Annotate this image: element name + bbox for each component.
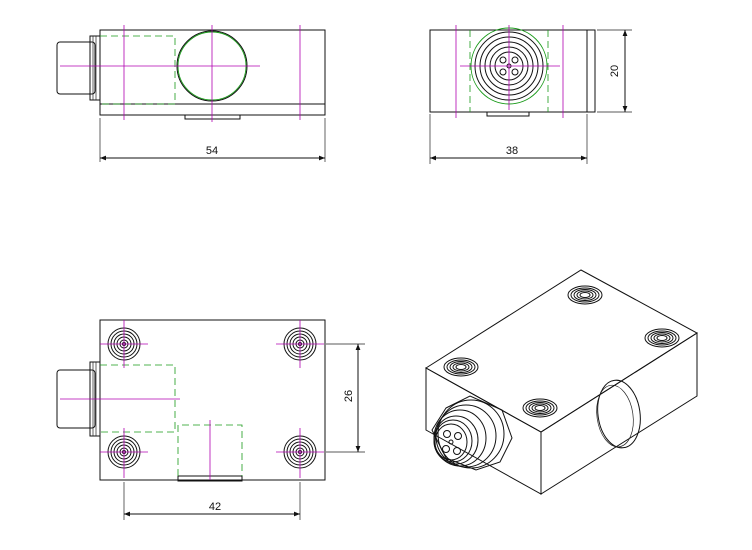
iso-hole	[644, 328, 680, 348]
top-view	[56, 319, 326, 482]
top-height-dimension-label: 26	[343, 390, 355, 402]
iso-hole	[522, 398, 558, 418]
front-body-outline	[99, 29, 326, 116]
iso-top-face	[425, 269, 698, 433]
hole-spacing-dimension-label: 42	[209, 501, 221, 513]
iso-connector-hex-nut	[431, 395, 513, 471]
connector-pin	[499, 68, 507, 76]
isometric-view	[425, 269, 698, 495]
connector-pin	[511, 56, 519, 64]
mounting-hole-bottom-left	[100, 428, 148, 478]
top-view-mounting-holes	[100, 320, 324, 478]
iso-connector-pin	[453, 447, 461, 455]
mounting-hole-top-right	[276, 320, 324, 368]
iso-hole	[443, 357, 479, 377]
side-view: 38 20	[429, 25, 632, 164]
iso-connector	[431, 395, 513, 471]
front-width-dimension-label: 54	[206, 145, 218, 157]
front-bottom-tab	[184, 114, 241, 120]
side-width-dimension-label: 38	[506, 145, 518, 157]
front-connector-body	[56, 41, 96, 95]
front-hidden-connector-bore	[100, 35, 176, 105]
iso-side-bore	[597, 379, 641, 449]
iso-connector-pin	[442, 445, 450, 453]
side-height-dimension-label: 20	[609, 65, 621, 77]
mounting-hole-bottom-right	[276, 428, 324, 478]
side-bottom-tab	[486, 111, 530, 117]
front-view: 54	[56, 25, 326, 162]
top-view-dimensions: 26 42	[123, 343, 365, 520]
connector-pin	[511, 68, 519, 76]
connector-pin	[499, 56, 507, 64]
iso-right-face	[540, 332, 698, 495]
iso-connector-pin	[443, 430, 451, 438]
side-flange	[586, 29, 596, 113]
iso-connector-pin	[454, 432, 462, 440]
iso-hole	[567, 285, 603, 305]
iso-left-face	[425, 367, 542, 495]
mounting-hole-top-left	[100, 320, 148, 368]
front-connector-nut	[89, 35, 101, 101]
